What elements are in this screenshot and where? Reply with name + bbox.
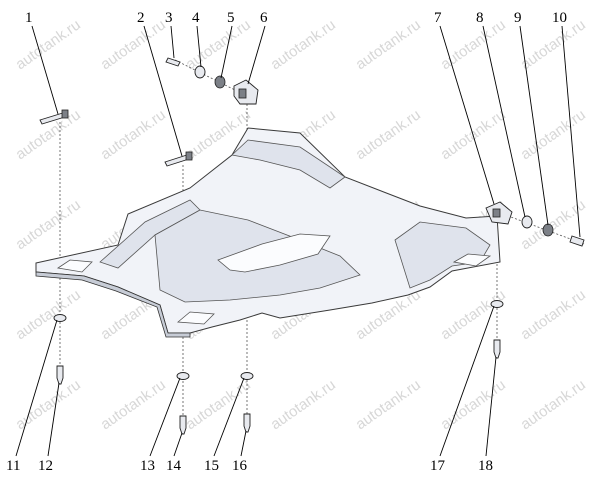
watermark: autotank.ru: [13, 16, 84, 73]
watermark: autotank.ru: [353, 16, 424, 73]
leader-line-5: [220, 25, 233, 79]
washer-part-4: [194, 65, 206, 79]
callout-1: 1: [25, 10, 33, 26]
skid-plate-rear-ridge: [231, 139, 346, 189]
callout-16: 16: [232, 458, 248, 474]
leader-line-2: [143, 25, 183, 157]
leader-line-7: [439, 25, 495, 205]
washer-part-13: [176, 372, 190, 380]
leader-line-3: [170, 25, 175, 59]
washer-part-8: [521, 215, 533, 229]
washer-part-17: [490, 300, 504, 308]
axis-side-hardware: [499, 212, 585, 245]
leader-line-11: [15, 319, 58, 457]
skid-plate-front-edge: [35, 271, 191, 338]
watermark: autotank.ru: [98, 106, 169, 163]
bracket-part-7-tab: [492, 208, 501, 218]
stud-part-1-head: [61, 109, 69, 119]
bolt-part-18: [493, 339, 501, 359]
callout-17: 17: [430, 458, 446, 474]
watermark: autotank.ru: [268, 16, 339, 73]
callout-7: 7: [434, 10, 442, 26]
callout-12: 12: [38, 458, 53, 474]
callout-11: 11: [6, 458, 20, 474]
skid-plate-center-pad: [217, 233, 331, 273]
callout-14: 14: [166, 458, 182, 474]
watermark: autotank.ru: [13, 106, 84, 163]
watermark: autotank.ru: [438, 376, 509, 433]
watermark: autotank.ru: [518, 376, 589, 433]
callout-2: 2: [137, 10, 145, 26]
bolt-part-3: [165, 57, 181, 67]
leader-line-15: [213, 377, 245, 457]
leader-line-12: [47, 382, 60, 457]
callout-6: 6: [260, 10, 268, 26]
watermark: autotank.ru: [13, 196, 84, 253]
bracket-part-6-tab: [238, 88, 247, 99]
bolt-part-14: [179, 415, 187, 435]
callout-9: 9: [514, 10, 522, 26]
callout-3: 3: [165, 10, 173, 26]
leader-line-10: [561, 25, 581, 238]
callout-18: 18: [478, 458, 493, 474]
leader-line-16: [240, 430, 247, 457]
callout-5: 5: [227, 10, 235, 26]
washer-part-5: [214, 75, 226, 89]
leader-lines: [15, 25, 581, 457]
stud-part-2-head: [185, 151, 193, 161]
callout-13: 13: [140, 458, 155, 474]
watermark: autotank.ru: [13, 286, 84, 343]
callout-4: 4: [192, 10, 200, 26]
watermark: autotank.ru: [518, 106, 589, 163]
callout-15: 15: [204, 458, 219, 474]
hardware: [39, 57, 585, 435]
leader-line-4: [196, 25, 202, 68]
watermark: autotank.ru: [13, 376, 84, 433]
callout-labels: 1 2 3 4 5 6 7 8 9 10 11 12 13 14 15 16 1…: [6, 10, 567, 474]
leader-line-13: [149, 377, 181, 457]
watermark: autotank.ru: [438, 286, 509, 343]
skid-plate-slot-center: [176, 311, 215, 325]
callout-10: 10: [552, 10, 567, 26]
leader-line-1: [31, 25, 59, 115]
leader-line-9: [519, 25, 549, 226]
leader-line-18: [485, 356, 497, 457]
watermark: autotank.ru: [438, 16, 509, 73]
watermark: autotank.ru: [98, 16, 169, 73]
axis-top-hardware: [174, 59, 244, 95]
watermark: autotank.ru: [353, 376, 424, 433]
bolt-part-10: [569, 235, 585, 247]
bolt-part-16: [243, 413, 251, 433]
washer-part-15: [240, 372, 254, 380]
leader-line-6: [247, 25, 266, 85]
leader-line-17: [439, 305, 495, 457]
bolt-part-12: [56, 365, 64, 385]
skid-plate-slot-right: [452, 253, 492, 267]
watermark: autotank.ru: [183, 376, 254, 433]
watermark: autotank.ru: [518, 286, 589, 343]
watermark: autotank.ru: [98, 376, 169, 433]
callout-8: 8: [476, 10, 484, 26]
washer-part-9: [542, 223, 554, 237]
watermark: autotank.ru: [353, 106, 424, 163]
watermark: autotank.ru: [268, 376, 339, 433]
skid-plate-slot-left: [56, 259, 93, 273]
leader-line-8: [482, 25, 526, 218]
skid-plate: [35, 127, 501, 338]
leader-line-14: [173, 432, 183, 457]
washer-part-11: [53, 314, 67, 322]
